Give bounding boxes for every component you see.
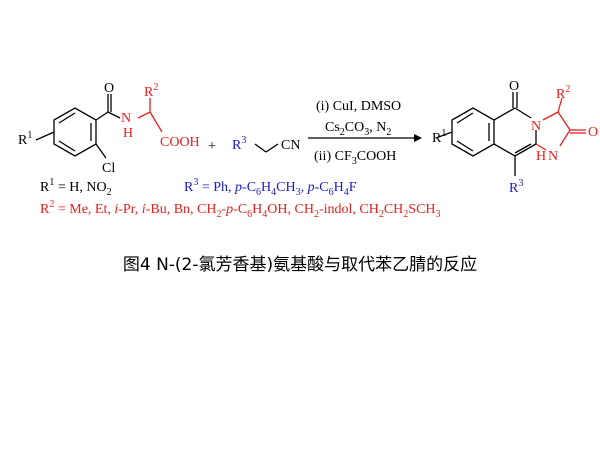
r3-definition: R3 = Ph, p-C6H4CH3, p-C6H4F — [184, 177, 357, 198]
figure-caption: 图4 N-(2-氯芳香基)氨基酸与取代苯乙腈的反应 — [122, 255, 478, 275]
reactant1-r2-label: R2 — [144, 82, 158, 100]
product-ring-carbonyl-o: O — [509, 79, 519, 94]
plus-sign: + — [208, 139, 216, 154]
r2-definition: R2 = Me, Et, i-Pr, i-Bu, Bn, CH2-p-C6H4O… — [40, 199, 441, 220]
product-benzene-ring — [451, 107, 495, 157]
conditions-line-1: (i) CuI, DMSO — [316, 99, 401, 114]
product-ring-n: N — [531, 119, 541, 134]
product-r1-label: R1 — [432, 128, 446, 146]
product-nh-n: N — [548, 149, 558, 164]
product-nh-h: H — [536, 149, 546, 164]
reactant-1: R1 O N H R2 COOH Cl — [18, 81, 200, 176]
reactant1-nh-h: H — [123, 126, 133, 141]
product-lactam-o: O — [588, 125, 598, 140]
reaction-conditions: (i) CuI, DMSO Cs2CO3, N2 (ii) CF3COOH — [308, 99, 422, 167]
reaction-arrow-head — [414, 134, 422, 142]
reaction-scheme: R1 O N H R2 COOH Cl + R3 CN (i) CuI, DMS… — [18, 79, 598, 220]
reactant2-r3-label: R3 — [232, 135, 246, 153]
reactant1-cooh: COOH — [160, 135, 200, 150]
reactant1-carbonyl-o: O — [104, 81, 114, 96]
reactant1-r1-label: R1 — [18, 130, 32, 148]
conditions-line-3: (ii) CF3COOH — [314, 149, 396, 167]
product-r2-label: R2 — [556, 84, 570, 102]
reactant1-cl: Cl — [102, 161, 115, 176]
r1-definition: R1 = H, NO2 — [40, 177, 112, 198]
product: R1 O N R2 O N H R3 — [432, 79, 598, 196]
reactant2-cn: CN — [281, 138, 300, 153]
product-r3-label: R3 — [509, 178, 523, 196]
conditions-line-2: Cs2CO3, N2 — [325, 120, 391, 138]
reactant1-benzene-ring — [53, 107, 97, 157]
reactant-2: R3 CN — [232, 135, 300, 153]
reactant1-nh-n: N — [121, 111, 131, 126]
